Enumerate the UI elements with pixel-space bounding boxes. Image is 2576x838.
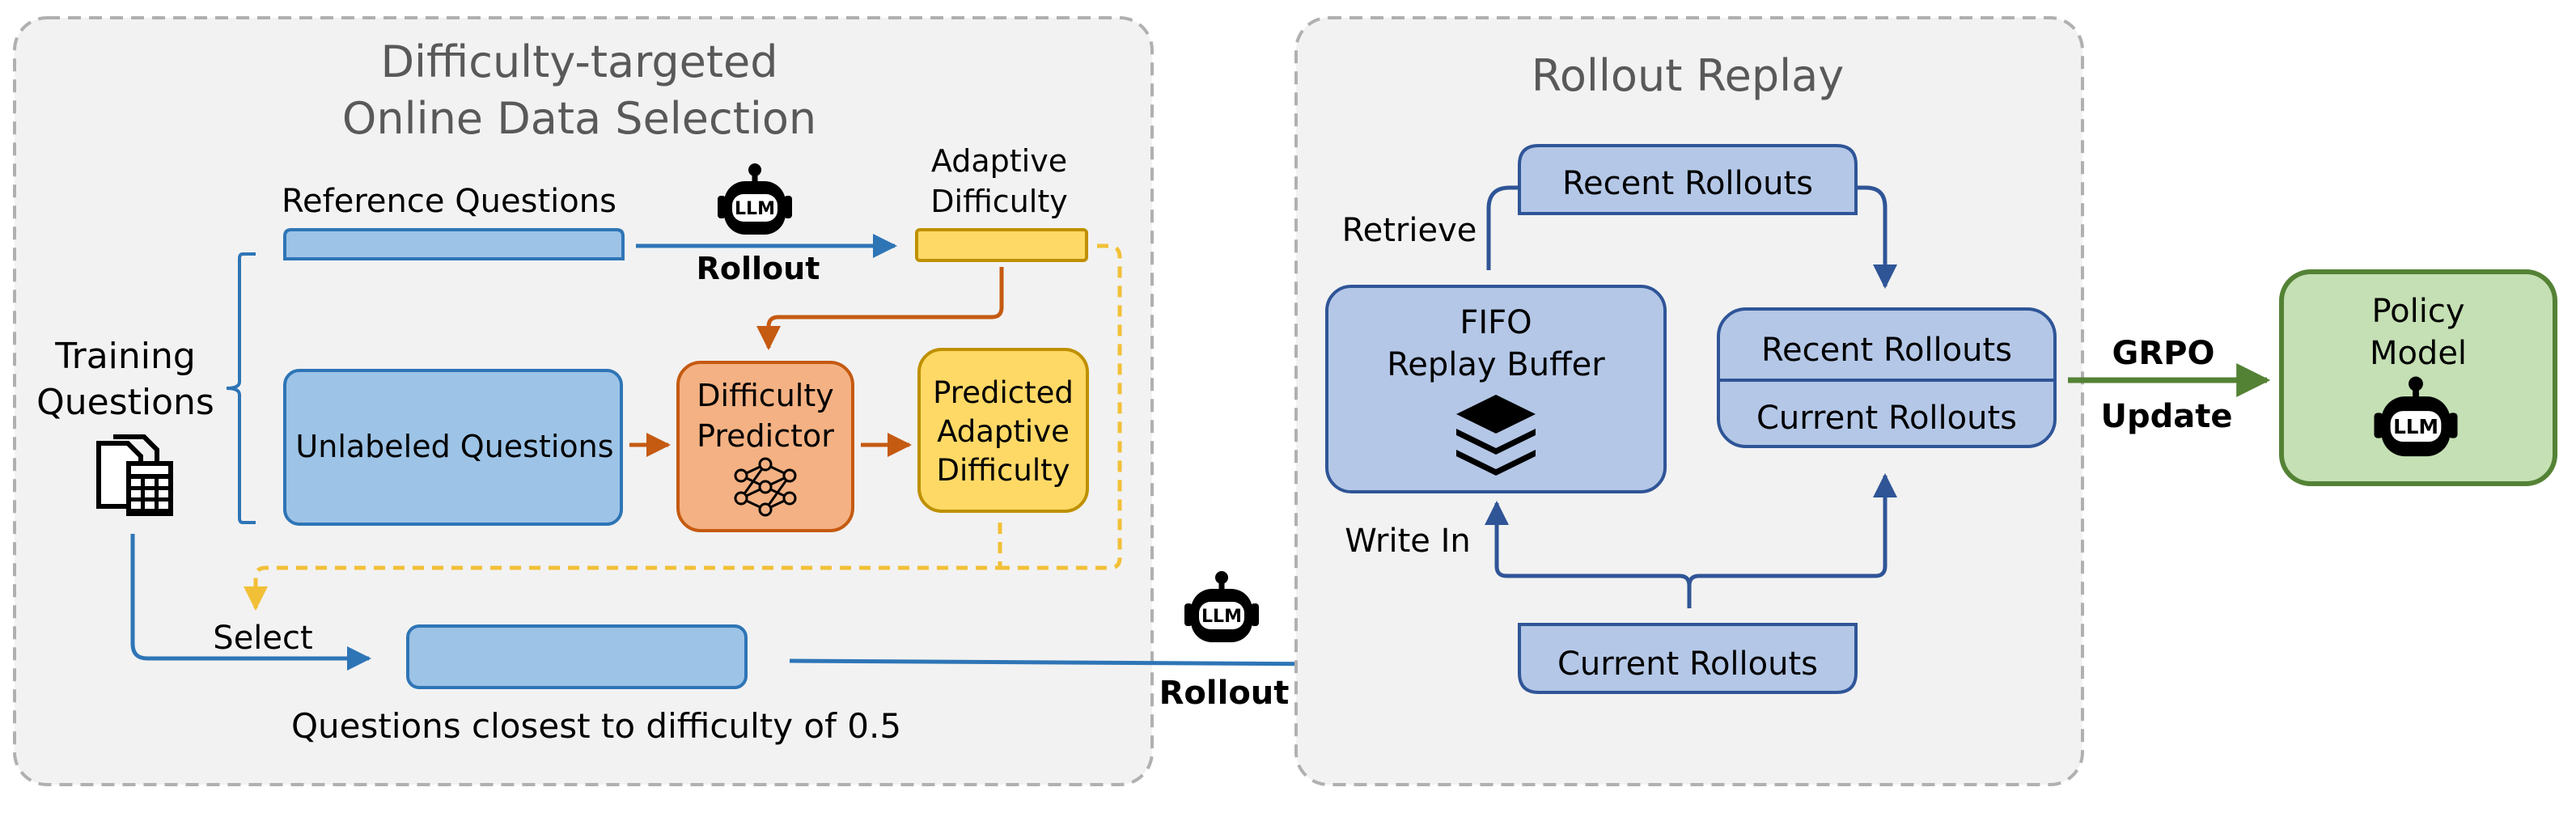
difficulty-predictor-label-line1: Difficulty <box>697 378 833 413</box>
update-label: Update <box>2101 398 2233 435</box>
combined-rollouts-box <box>1717 307 2057 448</box>
left-panel-title-line2: Online Data Selection <box>342 93 816 144</box>
adaptive-dashed-connector <box>1000 243 1122 570</box>
grpo-label: GRPO <box>2112 335 2215 372</box>
reference-questions-label: Reference Questions <box>282 183 616 220</box>
closest-difficulty-caption: Questions closest to difficulty of 0.5 <box>291 706 901 746</box>
fifo-replay-buffer-box <box>1325 285 1667 493</box>
rollout-label-reference: Rollout <box>697 251 820 286</box>
adaptive-to-predictor-arrow <box>756 267 1004 350</box>
unlabeled-questions-box <box>283 369 623 526</box>
current-rollouts-label: Current Rollouts <box>1756 400 2017 437</box>
adaptive-difficulty-box <box>915 228 1088 262</box>
layers-icon <box>1456 395 1536 476</box>
recent-to-combined-arrow <box>1856 185 1897 289</box>
difficulty-predictor-box <box>676 361 854 532</box>
current-rollouts-bottom-label: Current Rollouts <box>1557 645 1818 683</box>
neural-network-icon <box>734 457 797 517</box>
select-label: Select <box>213 620 312 657</box>
fifo-label-line2: Replay Buffer <box>1387 346 1605 383</box>
difficulty-predictor-label-line2: Predictor <box>697 418 834 454</box>
select-arrow <box>130 534 371 671</box>
recent-rollouts-top-label: Recent Rollouts <box>1562 165 1813 202</box>
selected-questions-box <box>406 624 748 689</box>
current-rollouts-bottom-box <box>1518 623 1858 694</box>
training-questions-label-line2: Questions <box>36 382 214 423</box>
policy-model-label-line2: Model <box>2370 335 2467 372</box>
predicted-label-line1: Predicted <box>933 375 1074 410</box>
unlabeled-questions-label: Unlabeled Questions <box>295 429 613 464</box>
current-to-combined-arrow <box>1687 473 1897 586</box>
left-panel-title-line1: Difficulty-targeted <box>380 36 777 87</box>
predicted-to-selection-dashed-arrow <box>244 523 1002 611</box>
right-panel-title: Rollout Replay <box>1532 50 1844 101</box>
spreadsheet-icon <box>96 434 173 516</box>
adaptive-difficulty-label-line1: Adaptive <box>931 143 1067 179</box>
recent-rollouts-top-box <box>1518 144 1858 215</box>
predicted-label-line3: Difficulty <box>936 453 1070 488</box>
training-questions-label-line1: Training <box>54 336 196 377</box>
retrieve-arrow <box>1486 185 1519 270</box>
fifo-label-line1: FIFO <box>1460 304 1532 341</box>
llm-icon-middle <box>1184 571 1259 642</box>
retrieve-label: Retrieve <box>1342 212 1477 249</box>
adaptive-difficulty-label-line2: Difficulty <box>930 184 1067 219</box>
predicted-label-line2: Adaptive <box>937 414 1070 449</box>
reference-questions-box <box>283 228 625 260</box>
policy-model-label-line1: Policy <box>2371 293 2464 330</box>
rollout-label-main: Rollout <box>1159 675 1290 712</box>
predicted-adaptive-difficulty-box <box>917 348 1089 513</box>
training-questions-brace <box>226 252 256 524</box>
write-in-label: Write In <box>1345 523 1470 560</box>
recent-rollouts-label: Recent Rollouts <box>1761 332 2012 369</box>
